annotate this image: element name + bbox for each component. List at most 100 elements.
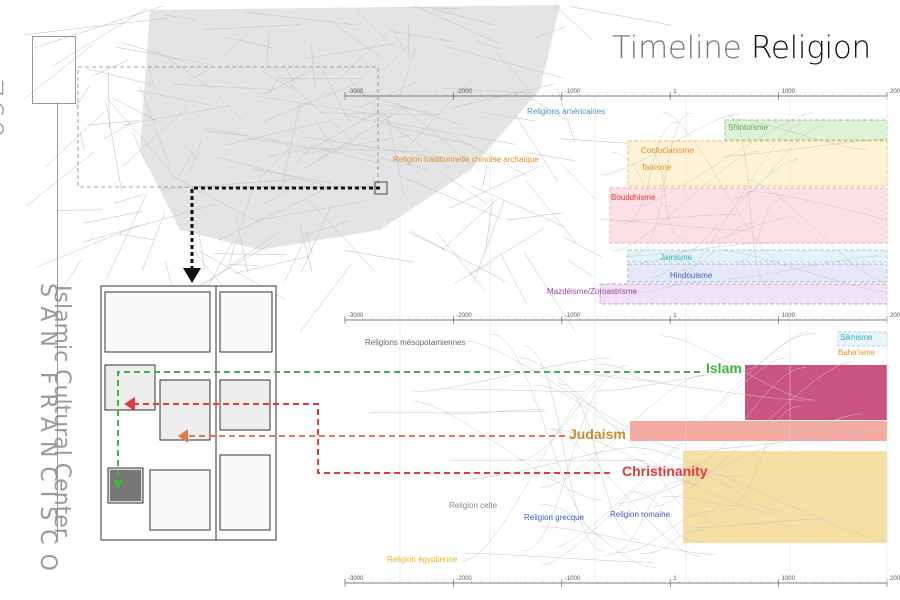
- branch-line: [518, 365, 629, 461]
- branch-line: [680, 222, 756, 271]
- side-number: 760: [0, 78, 10, 140]
- branch-line: [470, 446, 640, 479]
- street-line: [527, 152, 575, 161]
- axis-tick-label: 1000: [782, 576, 796, 582]
- arrowhead-black: [183, 268, 201, 283]
- street-line: [106, 193, 148, 278]
- branch-line: [492, 334, 605, 538]
- branch-line: [730, 333, 816, 373]
- street-line: [473, 200, 505, 283]
- arrowhead-red: [124, 397, 135, 411]
- street-line: [26, 151, 95, 206]
- branch-line: [545, 428, 700, 557]
- city-name: SAN FRANCISCO: [35, 283, 60, 580]
- axis-tick-label: -2000: [456, 576, 472, 582]
- street-line: [499, 252, 528, 305]
- branch-line: [600, 219, 749, 231]
- prayer-room-pattern: [110, 470, 141, 501]
- branch-line: [541, 374, 705, 488]
- branch-line: [748, 190, 888, 221]
- street-line: [344, 249, 414, 263]
- street-line: [506, 212, 564, 221]
- label-buddhism: Bouddhisme: [611, 193, 656, 202]
- map-target-box: [374, 181, 388, 195]
- street-line: [482, 164, 488, 187]
- axis-tick-label: 2000: [890, 576, 900, 582]
- timeline-axis-bottom: -3000-2000-1000110002000: [344, 576, 900, 587]
- label-christianity: Christinanity: [622, 463, 708, 479]
- street-line: [59, 259, 83, 293]
- label-islam: Islam: [706, 360, 742, 376]
- branch-line: [721, 250, 888, 293]
- street-line: [469, 184, 565, 228]
- branch-line: [652, 159, 798, 278]
- street-line: [90, 59, 129, 77]
- axis-tick-label: -1000: [565, 576, 581, 582]
- branch-line: [541, 526, 717, 555]
- label-jainism: Jaïnisme: [660, 253, 693, 262]
- band-christianity: [683, 451, 887, 543]
- street-line: [76, 85, 90, 107]
- branch-line: [519, 357, 696, 485]
- band-zoroastrianism: [599, 283, 888, 305]
- street-line: [436, 231, 485, 291]
- label-zoroastrianism: Mazdéisme/Zoroastrisme: [547, 287, 637, 296]
- street-line: [410, 230, 508, 283]
- branch-line: [721, 406, 801, 512]
- axis-tick-label: 2000: [890, 89, 900, 95]
- map-to-plan-arrow: [190, 186, 380, 268]
- label-greek: Religion grecque: [524, 513, 585, 522]
- side-rule: [57, 102, 58, 542]
- street-line: [523, 251, 576, 332]
- band-judaism: [630, 421, 887, 441]
- street-line: [86, 68, 151, 85]
- axis-tick-label: -3000: [348, 313, 364, 319]
- street-line: [108, 71, 110, 129]
- axis-tick-label: 1: [673, 89, 677, 95]
- street-line: [525, 179, 578, 245]
- axis-tick-label: -3000: [348, 576, 364, 582]
- map-dark-mass: [140, 5, 560, 250]
- arrowhead-green: [113, 480, 123, 489]
- band-islam: [745, 365, 887, 420]
- street-line: [23, 44, 93, 100]
- branch-line: [660, 335, 815, 401]
- branch-line: [675, 473, 742, 477]
- axis-tick-label: 1000: [782, 313, 796, 319]
- label-taoism: Taoïsme: [641, 163, 672, 172]
- label-roman: Religion romaine: [610, 510, 671, 519]
- street-line: [79, 131, 85, 150]
- branch-line: [727, 115, 772, 289]
- axis-tick-label: 1: [673, 313, 677, 319]
- floor-plan: [100, 285, 277, 541]
- branch-line: [523, 345, 604, 552]
- label-egyptian: Religion égyptienne: [387, 555, 458, 564]
- branch-line: [575, 373, 804, 401]
- street-line: [88, 120, 141, 126]
- branch-line: [618, 413, 862, 504]
- timeline-axis-upper: -3000-2000-1000110002000: [344, 89, 900, 100]
- street-line: [52, 8, 147, 67]
- arrowhead-orange: [178, 429, 188, 443]
- title-bold: Religion: [750, 30, 871, 66]
- street-line: [568, 260, 594, 278]
- street-line: [559, 138, 636, 145]
- street-line: [449, 165, 541, 209]
- branch-line: [668, 123, 802, 287]
- street-line: [554, 5, 593, 40]
- branch-line: [444, 409, 545, 415]
- street-line: [408, 232, 446, 251]
- branch-line: [601, 113, 740, 175]
- branch-line: [627, 458, 708, 518]
- branch-line: [733, 125, 825, 199]
- branch-line: [412, 357, 611, 393]
- street-line: [141, 211, 166, 271]
- street-line: [569, 6, 672, 26]
- label-mesopotamian: Religions mésopotamiennes: [365, 338, 466, 347]
- branch-line: [553, 429, 775, 514]
- branch-line: [369, 411, 546, 413]
- band-buddhism: [609, 187, 888, 244]
- axis-tick-label: -1000: [565, 313, 581, 319]
- label-hinduism: Hindouisme: [670, 271, 713, 280]
- branch-line: [541, 357, 785, 566]
